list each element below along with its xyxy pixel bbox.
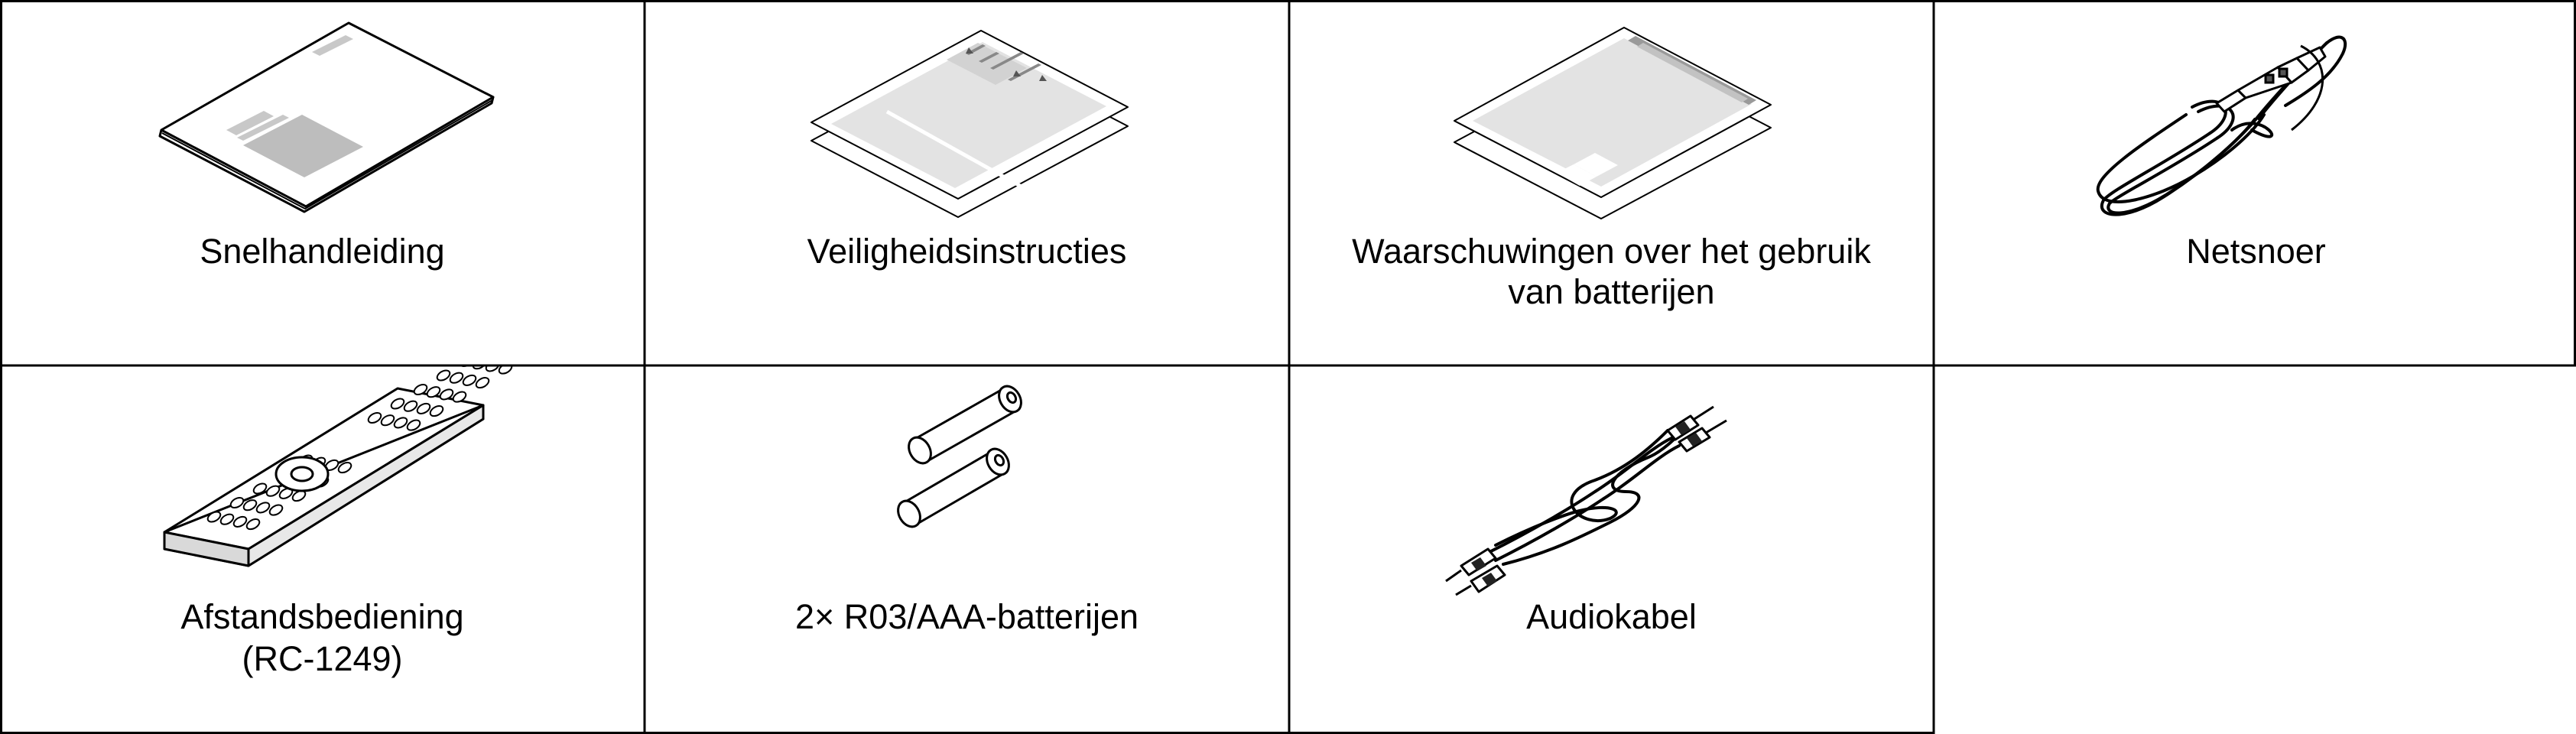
remote-button-icon <box>462 374 477 386</box>
safety-instructions-sheets-icon <box>810 30 1129 218</box>
remote-button-icon <box>242 499 258 512</box>
remote-button-icon <box>426 386 441 398</box>
remote-button-icon <box>406 419 421 431</box>
power-cord-icon <box>2096 35 2347 216</box>
audio-cable-icon <box>1445 405 1727 596</box>
cell-quick-guide: Snelhandleiding <box>0 0 645 365</box>
remote-button-icon <box>498 365 513 375</box>
remote-button-icon <box>429 405 444 417</box>
cell-empty <box>1934 365 2576 734</box>
remote-button-icon <box>206 511 222 523</box>
remote-button-icon <box>255 502 271 514</box>
caption-battery-warnings-line-1: Waarschuwingen over het gebruik <box>1352 232 1871 271</box>
remote-button-icon <box>475 377 490 389</box>
remote-button-icon <box>390 398 405 410</box>
remote-button-icon <box>472 365 487 370</box>
remote-button-icon <box>291 490 307 502</box>
remote-button-icon <box>252 482 268 495</box>
caption-battery-warnings-line-2: van batterijen <box>1508 272 1715 311</box>
cell-battery-warnings: Waarschuwingen over het gebruik van batt… <box>1289 0 1934 365</box>
remote-button-icon <box>245 518 261 531</box>
remote-button-icon <box>452 391 467 403</box>
caption-power-cord: Netsnoer <box>2186 232 2326 271</box>
remote-button-icon <box>232 515 248 528</box>
batteries-icon <box>897 385 1022 528</box>
remote-button-icon <box>485 365 500 372</box>
cell-remote-control: Afstandsbediening (RC-1249) <box>0 365 645 734</box>
cell-audio-cable: Audiokabel <box>1289 365 1934 734</box>
caption-quick-guide: Snelhandleiding <box>200 232 445 271</box>
remote-button-icon <box>380 414 395 427</box>
remote-button-icon <box>393 417 408 429</box>
cell-safety-instructions: Veiligheidsinstructies <box>645 0 1289 365</box>
cell-power-cord: Netsnoer <box>1934 0 2576 365</box>
remote-button-icon <box>265 485 281 497</box>
cell-batteries: 2× R03/AAA-batterijen <box>645 365 1289 734</box>
remote-button-icon <box>337 462 352 474</box>
remote-button-icon <box>436 369 451 382</box>
remote-button-icon <box>459 365 474 368</box>
remote-button-icon <box>449 372 464 384</box>
remote-control-icon <box>163 365 513 567</box>
remote-button-icon <box>416 402 431 414</box>
quick-guide-booklet-icon <box>158 21 495 213</box>
remote-button-icon <box>229 496 245 509</box>
remote-button-icon <box>413 383 428 396</box>
battery-warning-sheets-icon <box>1454 27 1772 219</box>
caption-audio-cable: Audiokabel <box>1526 597 1697 636</box>
caption-remote-control-line-2: (RC-1249) <box>242 639 403 678</box>
remote-button-icon <box>367 411 382 424</box>
remote-button-icon <box>268 504 284 516</box>
remote-button-icon <box>403 400 418 412</box>
caption-remote-control-line-1: Afstandsbediening <box>180 597 464 636</box>
caption-safety-instructions: Veiligheidsinstructies <box>807 232 1127 271</box>
caption-batteries: 2× R03/AAA-batterijen <box>794 597 1139 636</box>
remote-button-icon <box>439 388 454 401</box>
remote-button-icon <box>219 513 235 525</box>
